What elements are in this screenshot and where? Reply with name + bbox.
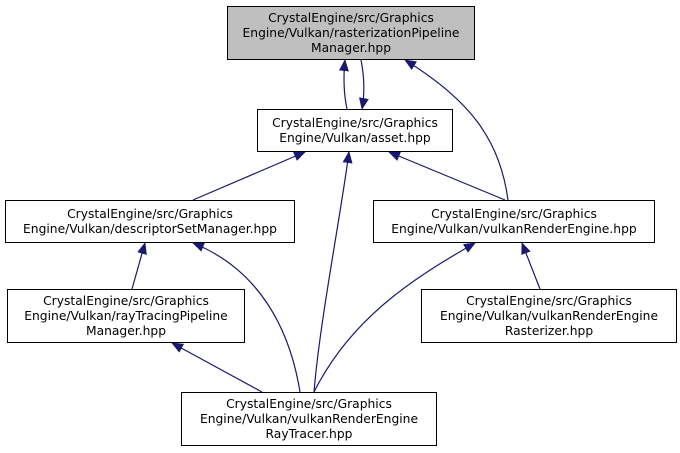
edge-raytracingpipe-to-descriptor (131, 242, 147, 290)
node-label-line: CrystalEngine/src/Graphics (272, 115, 438, 130)
node-descriptor-set-manager[interactable]: CrystalEngine/src/Graphics Engine/Vulkan… (5, 200, 295, 243)
edge-rasterization-to-asset (358, 59, 369, 110)
edge-renderengine-to-asset (388, 151, 506, 201)
node-label-line: Rasterizer.hpp (504, 323, 594, 338)
edge-raytracer-to-asset (313, 151, 353, 393)
node-label-line: Engine/Vulkan/asset.hpp (279, 130, 431, 145)
edge-rasterizer-to-renderengine (521, 242, 541, 290)
edge-descriptor-to-asset (192, 151, 306, 201)
node-label-line: CrystalEngine/src/Graphics (67, 206, 233, 221)
node-rasterization-pipeline-manager[interactable]: CrystalEngine/src/Graphics Engine/Vulkan… (227, 6, 475, 60)
edge-raytracer-to-raytracingpipe (171, 342, 263, 393)
node-label-line: CrystalEngine/src/Graphics (431, 206, 597, 221)
edge-raytracer-to-renderengine (313, 242, 476, 393)
node-vulkan-render-engine-ray-tracer[interactable]: CrystalEngine/src/Graphics Engine/Vulkan… (181, 392, 437, 446)
node-label-line: RayTracer.hpp (265, 426, 353, 441)
node-ray-tracing-pipeline-manager[interactable]: CrystalEngine/src/Graphics Engine/Vulkan… (7, 289, 245, 343)
node-vulkan-render-engine-rasterizer[interactable]: CrystalEngine/src/Graphics Engine/Vulkan… (421, 289, 677, 343)
node-label-line: Manager.hpp (85, 323, 167, 338)
node-label-line: Engine/Vulkan/descriptorSetManager.hpp (23, 221, 277, 236)
node-vulkan-render-engine[interactable]: CrystalEngine/src/Graphics Engine/Vulkan… (373, 200, 655, 243)
node-asset[interactable]: CrystalEngine/src/Graphics Engine/Vulkan… (257, 109, 453, 152)
node-label-line: Engine/Vulkan/vulkanRenderEngine (199, 411, 419, 426)
node-label-line: Engine/Vulkan/rayTracingPipeline (24, 308, 228, 323)
node-label-line: CrystalEngine/src/Graphics (43, 293, 209, 308)
node-label-line: Engine/Vulkan/vulkanRenderEngine (439, 308, 659, 323)
node-label-line: CrystalEngine/src/Graphics (466, 293, 632, 308)
node-label-line: CrystalEngine/src/Graphics (226, 396, 392, 411)
edge-renderengine-to-rasterization (404, 59, 509, 201)
edge-raytracer-to-descriptor (192, 242, 301, 393)
node-label-line: Engine/Vulkan/vulkanRenderEngine.hpp (391, 221, 637, 236)
node-label-line: Engine/Vulkan/rasterizationPipeline (242, 25, 460, 40)
node-label-line: Manager.hpp (310, 40, 392, 55)
edge-asset-to-rasterization (338, 59, 349, 110)
node-label-line: CrystalEngine/src/Graphics (268, 10, 434, 25)
